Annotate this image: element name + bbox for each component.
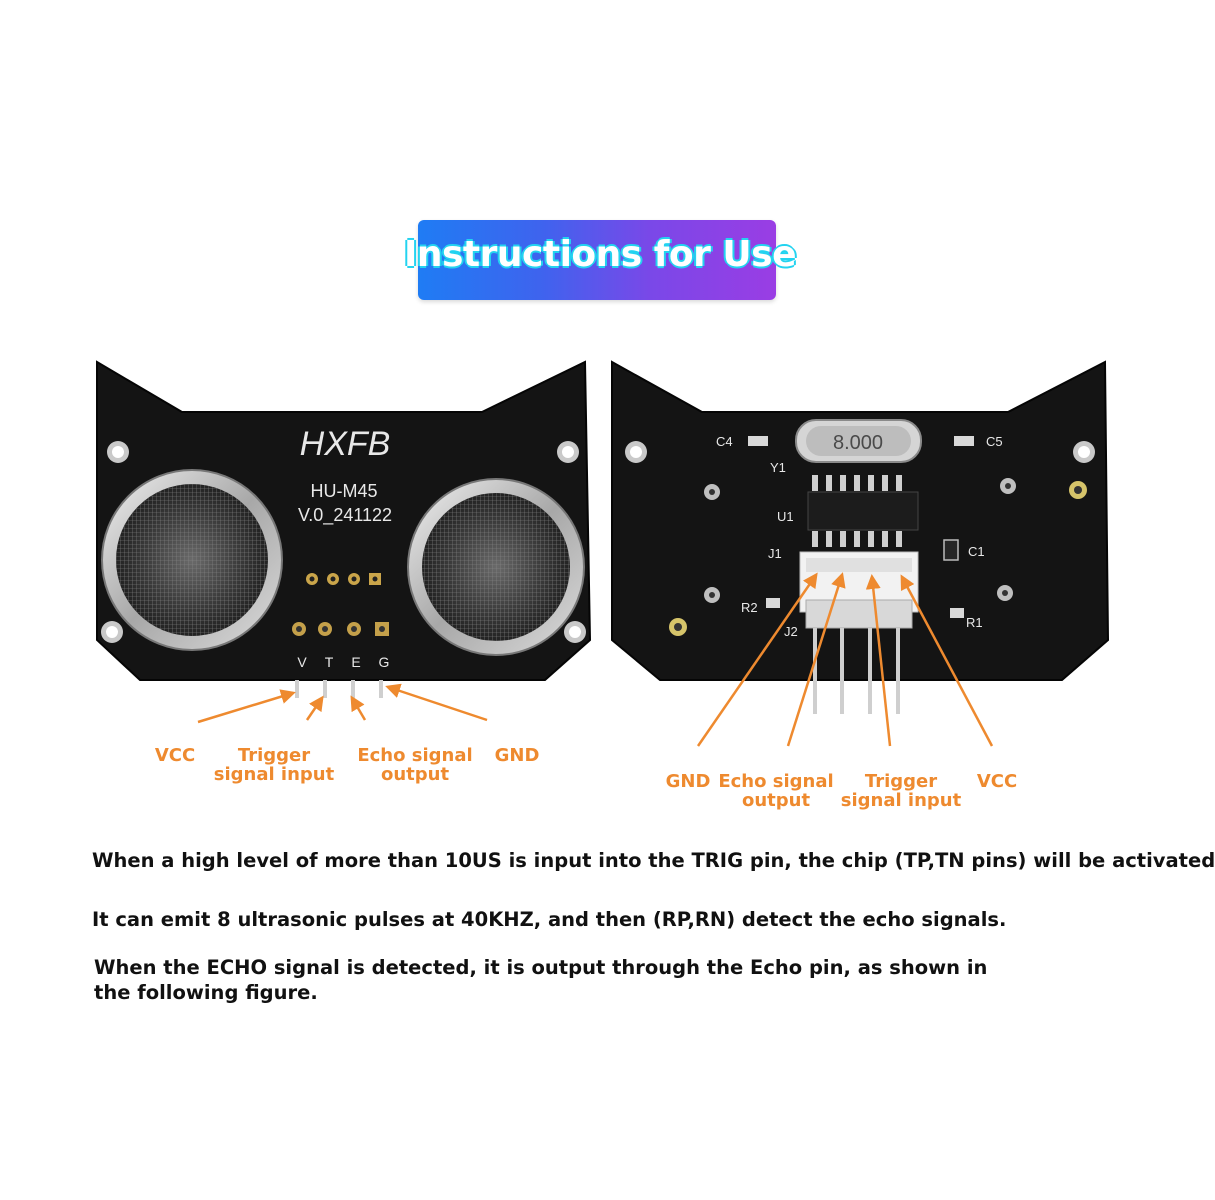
silk-j1: J1 [768, 546, 782, 561]
back-board: 8.000 C4 C5 Y1 U [611, 360, 1110, 714]
front-label-gnd: GND [494, 745, 540, 766]
back-label-echo-line2: output [741, 790, 811, 811]
silk-c4: C4 [716, 434, 733, 449]
front-pin-header [292, 622, 389, 636]
front-label-echo-line2: output [380, 764, 450, 785]
back-label-echo: Echo signal output [716, 772, 836, 810]
silk-u1: U1 [777, 509, 794, 524]
back-label-gnd: GND [665, 771, 711, 792]
back-label-echo-line1: Echo signal [718, 771, 834, 792]
silk-y1: Y1 [770, 460, 786, 475]
silk-r2: R2 [741, 600, 758, 615]
pin-letter-g: G [379, 654, 390, 670]
back-label-trigger: Trigger signal input [838, 772, 964, 810]
instruction-paragraph-3-line2: the following figure. [94, 981, 318, 1004]
page-title: Instructions for Use [403, 234, 797, 275]
instruction-paragraph-1: When a high level of more than 10US is i… [92, 849, 1215, 872]
back-label-trigger-line2: signal input [840, 790, 962, 811]
front-board: HXFB HU-M45 V.0_241122 V T E G [96, 360, 592, 698]
instruction-paragraph-2: It can emit 8 ultrasonic pulses at 40KHZ… [92, 908, 1007, 931]
front-label-echo-line1: Echo signal [357, 745, 473, 766]
title-banner [418, 220, 776, 300]
front-label-trigger: Trigger signal input [212, 746, 336, 784]
back-label-vcc: VCC [976, 771, 1018, 792]
receiver-transducer [407, 478, 585, 656]
back-arrows [696, 572, 994, 747]
front-label-trigger-line1: Trigger [237, 745, 311, 766]
silk-r1: R1 [966, 615, 983, 630]
silk-c5: C5 [986, 434, 1003, 449]
front-label-trigger-line2: signal input [213, 764, 335, 785]
pin-letter-v: V [297, 654, 307, 670]
model-label: HU-M45 [310, 481, 377, 501]
silk-j2: J2 [784, 624, 798, 639]
front-label-echo: Echo signal output [356, 746, 474, 784]
pin-letter-t: T [325, 654, 334, 670]
transmitter-transducer [101, 469, 283, 651]
crystal-label: 8.000 [833, 432, 883, 454]
brand-logo: HXFB [300, 425, 391, 463]
pin-letter-e: E [351, 654, 360, 670]
silk-c1: C1 [968, 544, 985, 559]
version-label: V.0_241122 [298, 505, 392, 526]
back-label-trigger-line1: Trigger [864, 771, 938, 792]
chip-u1 [807, 475, 919, 547]
instruction-paragraph-3-line1: When the ECHO signal is detected, it is … [94, 956, 988, 979]
front-label-vcc: VCC [154, 745, 196, 766]
front-arrows [197, 683, 488, 724]
